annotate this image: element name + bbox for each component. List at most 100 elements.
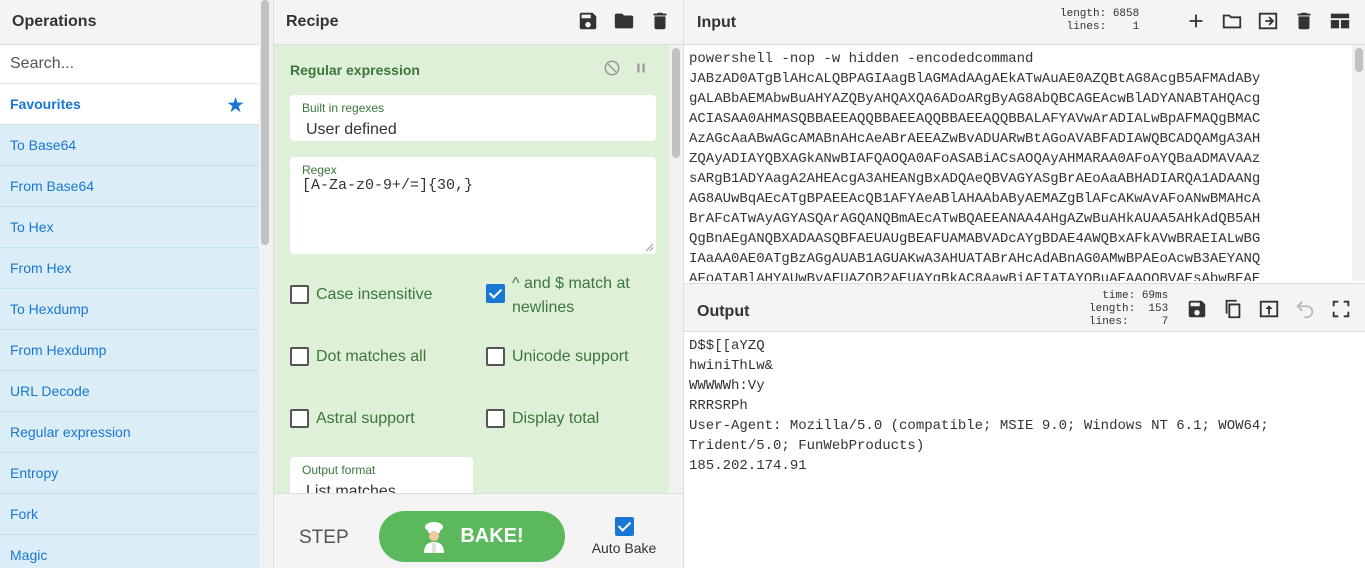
- input-line: ACIASAA0AHMASQBBAEEAQQBBAEEAQQBBAEEAQQBB…: [689, 111, 1261, 127]
- input-length-label: length:: [1060, 8, 1107, 20]
- multiline-box[interactable]: [486, 284, 505, 303]
- auto-bake-label: Auto Bake: [591, 540, 657, 556]
- operation-item[interactable]: From Base64: [0, 166, 259, 207]
- auto-bake-checkbox[interactable]: Auto Bake: [588, 517, 660, 556]
- operations-title: Operations: [0, 0, 259, 45]
- regex-textarea[interactable]: Regex [A-Za-z0-9+/=]{30,}: [290, 157, 656, 254]
- dot-matches-all-label: Dot matches all: [316, 348, 427, 365]
- input-line: sARgB1ADYAagA2AHEAcgA3AHEANgBxADQAeQBVAG…: [689, 171, 1261, 187]
- scrollbar-thumb[interactable]: [1355, 48, 1363, 72]
- output-format-select[interactable]: Output format List matches: [290, 457, 473, 493]
- input-line: ZQAyADIAYQBXAGkANwBIAFQAOQA0AFoASABiACsA…: [689, 151, 1261, 167]
- input-line: IAaAA0AE0ATgBzAGgAUAB1AGUAKwA3AHUATABrAH…: [689, 251, 1261, 267]
- operation-item[interactable]: Entropy: [0, 453, 259, 494]
- add-icon[interactable]: [1185, 10, 1207, 32]
- multiline-checkbox[interactable]: ^ and $ match at newlines: [486, 272, 646, 320]
- operation-item[interactable]: From Hex: [0, 248, 259, 289]
- output-time-label: time:: [1102, 290, 1136, 302]
- operation-item[interactable]: From Hexdump: [0, 330, 259, 371]
- operation-item[interactable]: To Hex: [0, 207, 259, 248]
- input-lines-value: 1: [1132, 21, 1140, 33]
- recipe-header: Recipe: [274, 0, 683, 45]
- astral-support-box[interactable]: [290, 409, 309, 428]
- astral-support-checkbox[interactable]: Astral support: [290, 407, 415, 431]
- input-line: AG8AUwBqAEcATgBPAEEAcQB1AFYAeABlAHAAbABy…: [689, 191, 1261, 207]
- disable-icon[interactable]: [603, 59, 621, 77]
- recipe-operation-regex: Regular expression Built in regexes User…: [274, 45, 669, 493]
- input-line: powershell -nop -w hidden -encodedcomman…: [689, 51, 1034, 67]
- auto-bake-box[interactable]: [614, 517, 634, 536]
- dot-matches-all-checkbox[interactable]: Dot matches all: [290, 345, 426, 369]
- input-lines-label: lines:: [1066, 21, 1107, 33]
- import-icon[interactable]: [1257, 10, 1279, 32]
- case-insensitive-label: Case insensitive: [316, 286, 433, 303]
- input-scrollbar[interactable]: [1352, 45, 1365, 281]
- input-line: AFoATABlAHYAUwByAEUAZQB2AEUAYgBkAC8AawBi…: [689, 271, 1261, 281]
- operation-title: Regular expression: [290, 62, 420, 78]
- operation-item[interactable]: URL Decode: [0, 371, 259, 412]
- search-input[interactable]: [10, 55, 250, 73]
- input-text[interactable]: powershell -nop -w hidden -encodedcomman…: [684, 45, 1352, 281]
- save-icon[interactable]: [577, 10, 599, 32]
- favourites-category[interactable]: Favourites ★: [0, 84, 259, 125]
- recipe-scrollbar[interactable]: [669, 45, 683, 493]
- bake-button[interactable]: BAKE!: [379, 511, 565, 562]
- builtin-regex-value: User defined: [306, 121, 397, 138]
- trash-icon[interactable]: [1293, 10, 1315, 32]
- input-line: QgBnAEgANQBXADAASQBFAEUAUgBEAFUAMABVADcA…: [689, 231, 1261, 247]
- unicode-support-checkbox[interactable]: Unicode support: [486, 345, 629, 369]
- io-panel: Input length: 6858 lines: 1 powershell -…: [683, 0, 1365, 568]
- case-insensitive-box[interactable]: [290, 285, 309, 304]
- output-header: Output time: 69ms length: 153 lines: 7: [684, 284, 1365, 332]
- favourites-label: Favourites: [10, 96, 81, 112]
- pause-icon[interactable]: [632, 59, 650, 77]
- operation-item[interactable]: Magic: [0, 535, 259, 568]
- unicode-support-label: Unicode support: [512, 348, 629, 365]
- step-button[interactable]: STEP: [299, 527, 349, 548]
- operation-item[interactable]: Regular expression: [0, 412, 259, 453]
- bake-label: BAKE!: [460, 525, 524, 547]
- folder-icon[interactable]: [613, 10, 635, 32]
- input-line: gALABbAEMAbwBuAHYAZQByAHQAXQA6ADoARgByAG…: [689, 91, 1261, 107]
- display-total-checkbox[interactable]: Display total: [486, 407, 599, 431]
- operation-item[interactable]: To Base64: [0, 125, 259, 166]
- trash-icon[interactable]: [649, 10, 671, 32]
- output-length-value: 153: [1148, 303, 1169, 315]
- scrollbar-thumb[interactable]: [261, 0, 269, 245]
- dot-matches-all-box[interactable]: [290, 347, 309, 366]
- output-title: Output: [697, 303, 750, 320]
- input-line: BrAFcATwAyAGYASQArAGQANQBmAEcATwBQAEEANA…: [689, 211, 1261, 227]
- operation-item[interactable]: Fork: [0, 494, 259, 535]
- resize-handle-icon[interactable]: [645, 243, 654, 252]
- undo-icon[interactable]: [1294, 298, 1316, 320]
- display-total-box[interactable]: [486, 409, 505, 428]
- copy-icon[interactable]: [1222, 298, 1244, 320]
- maximize-icon[interactable]: [1330, 298, 1352, 320]
- output-format-label: Output format: [302, 463, 376, 477]
- operations-scrollbar[interactable]: [259, 0, 273, 568]
- save-icon[interactable]: [1186, 298, 1208, 320]
- operation-item[interactable]: To Hexdump: [0, 289, 259, 330]
- replace-input-icon[interactable]: [1258, 298, 1280, 320]
- regex-value: [A-Za-z0-9+/=]{30,}: [302, 177, 474, 194]
- builtin-regex-select[interactable]: Built in regexes User defined: [290, 95, 656, 141]
- chef-icon: [420, 521, 448, 553]
- unicode-support-box[interactable]: [486, 347, 505, 366]
- open-folder-icon[interactable]: [1221, 10, 1243, 32]
- layout-icon[interactable]: [1329, 10, 1351, 32]
- input-header: Input length: 6858 lines: 1: [684, 0, 1365, 45]
- output-text[interactable]: D$$[[aYZQ hwiniThLw& WWWWWh:Vy RRRSRPh U…: [689, 338, 1269, 474]
- recipe-title: Recipe: [286, 13, 339, 30]
- case-insensitive-checkbox[interactable]: Case insensitive: [290, 283, 433, 307]
- input-length-value: 6858: [1112, 8, 1140, 20]
- recipe-panel: Recipe Regular expression Built in regex…: [273, 0, 683, 568]
- output-section: Output time: 69ms length: 153 lines: 7: [684, 283, 1365, 568]
- output-stats: time: 69ms length: 153 lines: 7: [1089, 290, 1168, 329]
- scrollbar-thumb[interactable]: [672, 48, 680, 158]
- star-icon[interactable]: ★: [226, 94, 245, 117]
- input-line: JABzAD0ATgBlAHcALQBPAGIAagBlAGMAdAAgAEkA…: [689, 71, 1261, 87]
- output-lines-label: lines:: [1089, 316, 1129, 328]
- output-length-label: length:: [1089, 303, 1136, 315]
